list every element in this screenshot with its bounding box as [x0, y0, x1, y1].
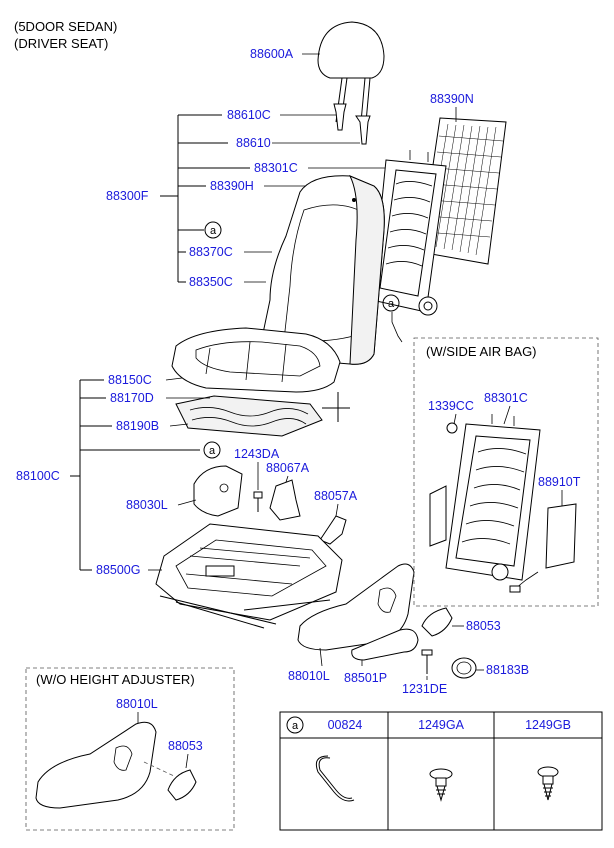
label-88610: 88610	[236, 136, 271, 150]
bolt-1243DA	[253, 491, 263, 512]
leader-88301C-airbag	[503, 405, 511, 425]
leader-88150C	[165, 377, 183, 381]
legend-key: a	[292, 720, 299, 732]
label-88390H: 88390H	[210, 179, 254, 193]
no-height-adjuster-title: (W/O HEIGHT ADJUSTER)	[36, 672, 195, 687]
bracket-88100C	[70, 379, 200, 571]
side-airbag-title: (W/SIDE AIR BAG)	[426, 344, 537, 359]
back-cushion-drawing	[261, 175, 385, 365]
label-88010L-alt: 88010L	[116, 697, 158, 711]
back-frame-drawing	[371, 150, 447, 316]
callout-a-back	[204, 221, 222, 239]
leader-88190B	[169, 423, 189, 427]
seat-cushion-drawing	[171, 327, 341, 393]
label-88067A: 88067A	[266, 461, 310, 475]
legend-col-00824: 00824	[328, 718, 363, 732]
label-88610C: 88610C	[227, 108, 271, 122]
legend-col-1249GA: 1249GA	[418, 718, 465, 732]
label-88500G: 88500G	[96, 563, 140, 577]
label-88170D: 88170D	[110, 391, 154, 405]
side-cover-88010L	[297, 563, 415, 651]
legend-table	[279, 711, 603, 831]
leader-88067A	[285, 475, 289, 483]
side-airbag-box	[413, 337, 599, 607]
airbag-module-88910T	[509, 503, 577, 593]
label-88301C-airbag: 88301C	[484, 391, 528, 405]
legend-col-1249GB: 1249GB	[525, 718, 571, 732]
seat-frame-drawing	[155, 523, 343, 629]
seat-pad-drawing	[175, 392, 350, 437]
label-1231DE: 1231DE	[402, 682, 447, 696]
label-88183B: 88183B	[486, 663, 529, 677]
leader-1339CC	[453, 413, 457, 425]
label-88600A: 88600A	[250, 47, 294, 61]
callout-a-cushion-text: a	[209, 445, 216, 457]
label-88010L: 88010L	[288, 669, 330, 683]
knob-88053	[421, 607, 453, 637]
screw-1249GA-icon	[429, 768, 453, 802]
headrest-guides-drawing	[333, 103, 371, 145]
leader-88010L	[319, 647, 323, 667]
callout-a-back-text: a	[210, 225, 217, 237]
leader-88030L	[177, 499, 197, 506]
label-88053-alt: 88053	[168, 739, 203, 753]
bracket-88300F	[160, 114, 250, 283]
knob-alt-drawing	[167, 769, 197, 801]
side-shield-88030L	[193, 465, 243, 517]
label-88190B: 88190B	[116, 419, 159, 433]
lever-88501P	[351, 628, 419, 661]
callout-a-harness-text: a	[388, 298, 395, 310]
side-cover-alt-drawing	[35, 721, 175, 809]
legend-key-circle	[286, 716, 304, 734]
airbag-frame-drawing	[429, 414, 541, 581]
label-88350C: 88350C	[189, 275, 233, 289]
callout-a-harness	[382, 294, 400, 312]
label-88301C: 88301C	[254, 161, 298, 175]
label-88030L: 88030L	[126, 498, 168, 512]
label-88100C: 88100C	[16, 469, 60, 483]
label-88300F: 88300F	[106, 189, 149, 203]
label-88150C: 88150C	[108, 373, 152, 387]
label-88910T: 88910T	[538, 475, 581, 489]
label-88370C: 88370C	[189, 245, 233, 259]
label-88390N: 88390N	[430, 92, 474, 106]
bracket-88057A-part	[319, 515, 347, 545]
label-88053: 88053	[466, 619, 501, 633]
label-88057A: 88057A	[314, 489, 358, 503]
leader-88053-alt	[185, 753, 189, 769]
leader-88057A	[335, 503, 339, 517]
harness-line	[391, 312, 403, 343]
cap-88183B	[451, 657, 477, 679]
header-line-1: (5DOOR SEDAN)	[14, 19, 117, 34]
no-height-adjuster-box	[25, 667, 235, 831]
label-1339CC: 1339CC	[428, 399, 474, 413]
bracket-88067A-part	[269, 479, 301, 521]
headrest-drawing	[317, 21, 385, 123]
screw-1231DE	[421, 649, 433, 674]
callout-a-cushion	[203, 441, 221, 459]
label-1243DA: 1243DA	[234, 447, 280, 461]
screw-1249GB-icon	[537, 766, 559, 801]
header-line-2: (DRIVER SEAT)	[14, 36, 108, 51]
nut-1339CC	[446, 422, 458, 434]
clip-00824-icon	[315, 755, 355, 802]
label-88501P: 88501P	[344, 671, 387, 685]
